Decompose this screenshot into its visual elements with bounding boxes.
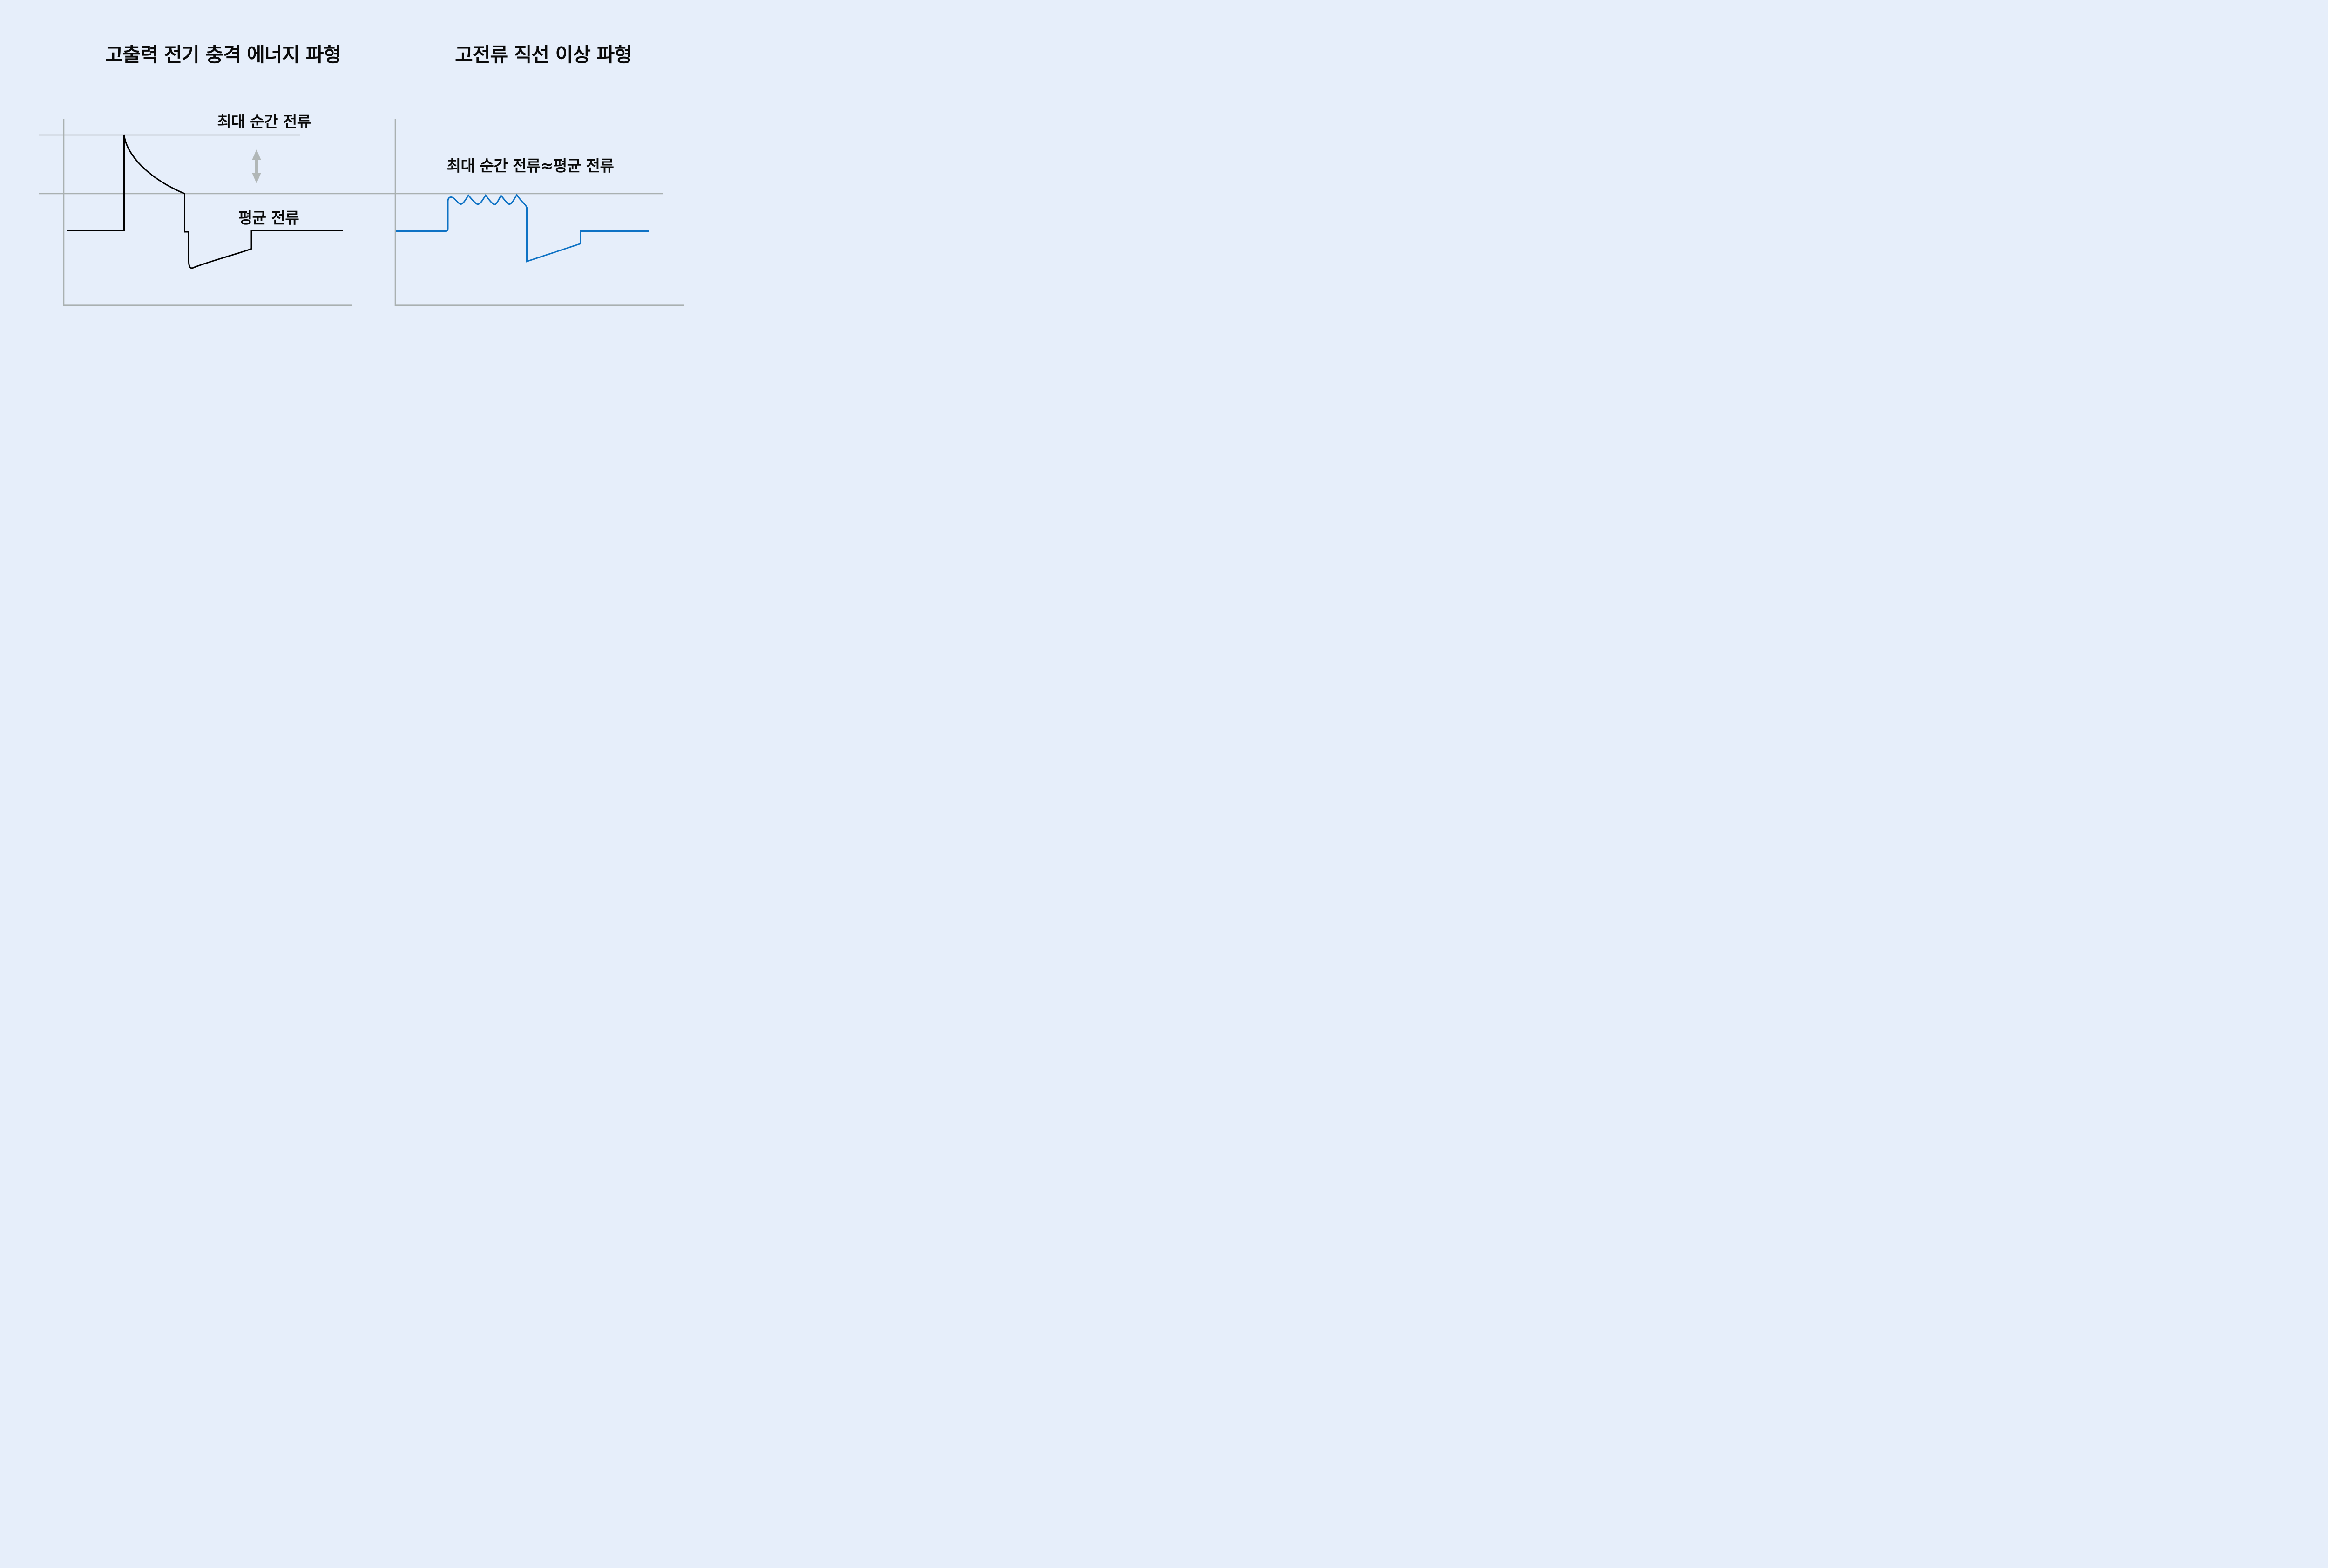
waveform-figure <box>39 119 684 306</box>
ideal-current-waveform <box>396 193 649 263</box>
left-chart-title: 고출력 전기 충격 에너지 파형 <box>105 43 341 66</box>
average-current-label: 평균 전류 <box>238 209 299 227</box>
right-chart-title: 고전류 직선 이상 파형 <box>455 43 632 66</box>
peak-current-label: 최대 순간 전류 <box>217 112 311 131</box>
waveform-diagram: 고출력 전기 충격 에너지 파형 고전류 직선 이상 파형 최대 순간 전류 평… <box>0 0 730 338</box>
approx-equal-label: 최대 순간 전류≈평균 전류 <box>447 156 614 175</box>
peak-vs-average-arrow-icon <box>252 149 261 183</box>
shock-energy-waveform <box>67 134 343 269</box>
